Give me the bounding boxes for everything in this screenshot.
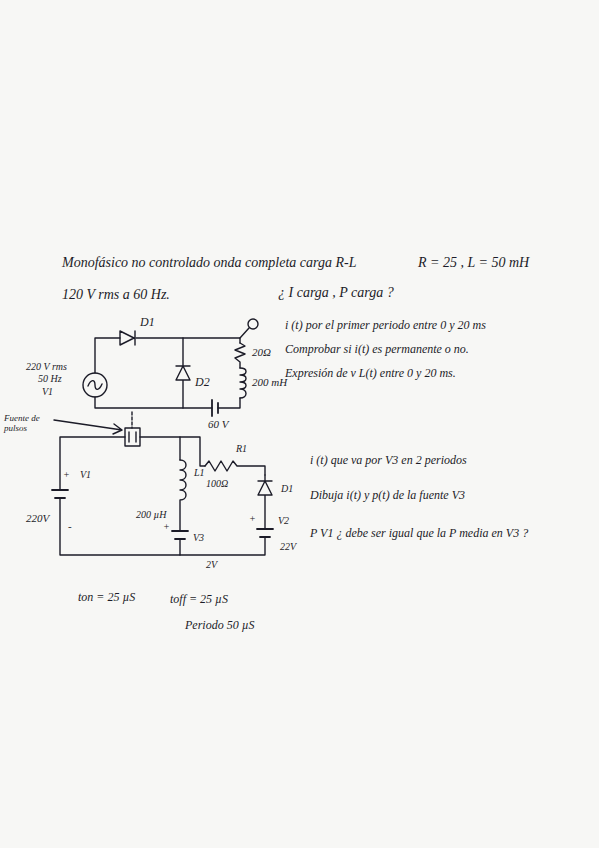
diode-symbol [120, 331, 135, 345]
handwritten-label: Comprobar si i(t) es permanente o no. [285, 343, 469, 356]
leader-arrow [54, 420, 122, 434]
inductor-symbol [180, 460, 186, 555]
handwritten-label: V2 [278, 515, 289, 526]
handwritten-label: 220V [26, 512, 49, 524]
ac-source-symbol [83, 373, 107, 397]
wire [240, 328, 249, 338]
handwritten-label: D1 [281, 483, 293, 494]
handwritten-label: 22V [280, 541, 296, 552]
diode-symbol [176, 338, 190, 408]
chopper-circuit [52, 437, 273, 555]
battery-symbol [172, 531, 188, 539]
switch-symbol [129, 432, 136, 442]
handwritten-label: P V1 ¿ debe ser igual que la P media en … [310, 527, 528, 540]
wire [60, 437, 265, 555]
handwritten-label: Expresión de v L(t) entre 0 y 20 ms. [285, 367, 456, 380]
rectifier-circuit [83, 319, 258, 416]
handwritten-label: + [163, 521, 170, 532]
handwritten-label: toff = 25 µS [170, 593, 228, 606]
battery-symbol [52, 490, 68, 498]
battery-symbol [257, 529, 273, 537]
handwritten-label: - [68, 520, 72, 532]
handwritten-label: 2V [206, 559, 217, 570]
handwritten-label: Periodo 50 µS [185, 619, 255, 632]
inductor-symbol [240, 368, 246, 398]
handwritten-label: i (t) por el primer periodo entre 0 y 20… [285, 319, 486, 332]
switch-symbol [125, 428, 140, 446]
handwritten-label: 220 V rms [26, 361, 67, 372]
ac-source-symbol [88, 381, 102, 390]
handwritten-label: 20Ω [252, 346, 271, 358]
handwritten-label: 100Ω [206, 478, 228, 489]
handwritten-label: 200 µH [136, 509, 166, 520]
handwritten-label: 200 mH [252, 376, 287, 388]
terminal [248, 319, 258, 329]
handwritten-label: 50 Hz [38, 373, 62, 384]
handwritten-label: V1 [42, 386, 53, 397]
handwritten-label: 120 V rms a 60 Hz. [62, 287, 170, 302]
wire [95, 338, 240, 373]
resistor-symbol [235, 343, 245, 368]
handwritten-label: Monofásico no controlado onda completa c… [62, 255, 357, 270]
handwritten-label: L1 [194, 467, 205, 478]
battery-symbol [212, 400, 218, 416]
handwritten-label: Dibuja i(t) y p(t) de la fuente V3 [310, 489, 465, 502]
handwritten-label: V3 [193, 532, 204, 543]
handwritten-label: D1 [140, 316, 155, 329]
handwritten-label: 60 V [208, 418, 228, 430]
gate-line [131, 412, 132, 428]
wire [140, 437, 205, 466]
handwritten-label: V1 [80, 469, 91, 480]
handwritten-label: ¿ I carga , P carga ? [278, 285, 394, 300]
wire [179, 437, 180, 460]
handwritten-label: Fuente de pulsos [4, 414, 50, 434]
handwritten-label: D2 [195, 376, 210, 389]
resistor-symbol [205, 461, 265, 475]
handwritten-label: + [249, 513, 256, 524]
diode-symbol [258, 475, 272, 529]
handwritten-label: i (t) que va por V3 en 2 periodos [310, 454, 467, 467]
handwritten-label: + [63, 469, 70, 480]
handwritten-label: R1 [236, 443, 247, 454]
handwritten-label: ton = 25 µS [78, 591, 135, 604]
handwritten-label: R = 25 , L = 50 mH [418, 255, 529, 270]
